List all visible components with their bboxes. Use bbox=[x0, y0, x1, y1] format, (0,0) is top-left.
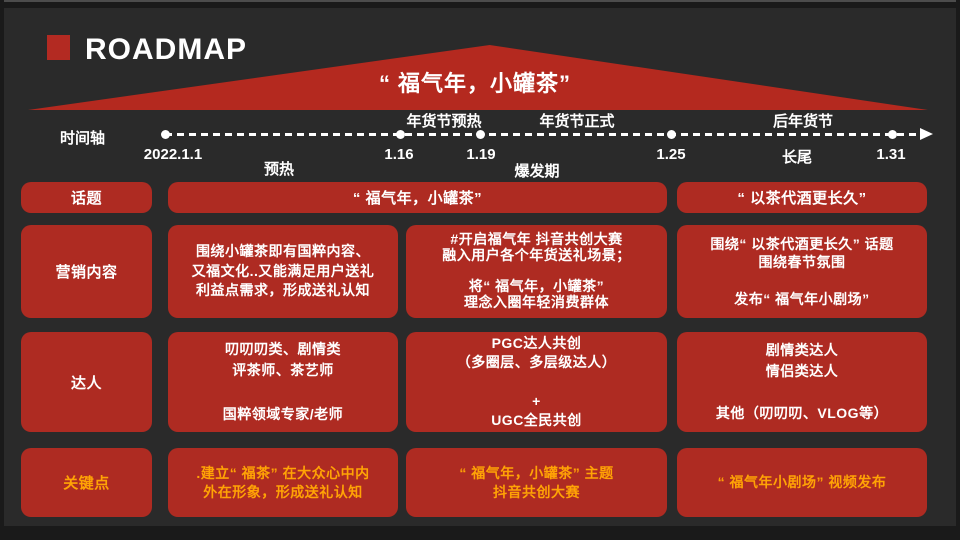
timeline-phase-label: 爆发期 bbox=[514, 163, 560, 180]
row-label-influencer: 达人 bbox=[21, 332, 152, 432]
influencer-col2-box: PGC达人共创 （多圈层、多层级达人） + UGC全民共创 bbox=[406, 332, 667, 432]
row-label-keypoint: 关键点 bbox=[21, 448, 152, 517]
keypoint-col2-box: “ 福气年，小罐茶” 主题 抖音共创大赛 bbox=[406, 448, 667, 517]
letterbox-left bbox=[0, 0, 4, 540]
timeline-axis-label: 时间轴 bbox=[60, 130, 106, 147]
timeline-date: 1.25 bbox=[656, 146, 686, 163]
timeline-milestone-label: 年货节预热 bbox=[406, 113, 482, 130]
timeline-dashed-line bbox=[165, 133, 922, 136]
timeline-dot bbox=[161, 130, 170, 139]
timeline-milestone-label: 年货节正式 bbox=[539, 113, 615, 130]
timeline-dot bbox=[396, 130, 405, 139]
timeline-milestone-label: 后年货节 bbox=[772, 113, 834, 130]
page-title: ROADMAP bbox=[85, 33, 247, 66]
timeline-phase-label: 预热 bbox=[263, 161, 295, 178]
timeline-arrow-icon bbox=[920, 128, 933, 140]
letterbox-bottom bbox=[0, 526, 960, 540]
timeline-phase-label: 长尾 bbox=[781, 149, 813, 166]
influencer-col3-box: 剧情类达人 情侣类达人 其他（叨叨叨、VLOG等） bbox=[677, 332, 927, 432]
timeline-dot bbox=[667, 130, 676, 139]
window-top-edge bbox=[0, 0, 960, 2]
row-label-topic: 话题 bbox=[21, 182, 152, 213]
timeline-date: 1.31 bbox=[876, 146, 906, 163]
timeline-date: 1.16 bbox=[384, 146, 414, 163]
timeline-date: 1.19 bbox=[466, 146, 496, 163]
marketing-col1-box: 围绕小罐茶即有国粹内容、 又福文化..又能满足用户送礼 利益点需求，形成送礼认知 bbox=[168, 225, 398, 318]
keypoint-col1-box: .建立“ 福茶” 在大众心中内 外在形象，形成送礼认知 bbox=[168, 448, 398, 517]
marketing-col3-box: 围绕“ 以茶代酒更长久” 话题 围绕春节氛围 发布“ 福气年小剧场” bbox=[677, 225, 927, 318]
letterbox-right bbox=[956, 0, 960, 540]
topic-main-box: “ 福气年，小罐茶” bbox=[168, 182, 667, 213]
letterbox-top bbox=[0, 2, 960, 8]
influencer-col1-box: 叨叨叨类、剧情类 评茶师、茶艺师 国粹领域专家/老师 bbox=[168, 332, 398, 432]
topic-right-box: “ 以茶代酒更长久” bbox=[677, 182, 927, 213]
keypoint-col3-box: “ 福气年小剧场” 视频发布 bbox=[677, 448, 927, 517]
title-bullet-icon bbox=[47, 35, 70, 60]
row-label-marketing: 营销内容 bbox=[21, 225, 152, 318]
banner-title: “ 福气年，小罐茶” bbox=[378, 71, 572, 96]
timeline-dot bbox=[476, 130, 485, 139]
marketing-col2-box: #开启福气年 抖音共创大赛 融入用户各个年货送礼场景； 将“ 福气年，小罐茶” … bbox=[406, 225, 667, 318]
timeline-dot bbox=[888, 130, 897, 139]
timeline-date: 2022.1.1 bbox=[143, 146, 203, 163]
